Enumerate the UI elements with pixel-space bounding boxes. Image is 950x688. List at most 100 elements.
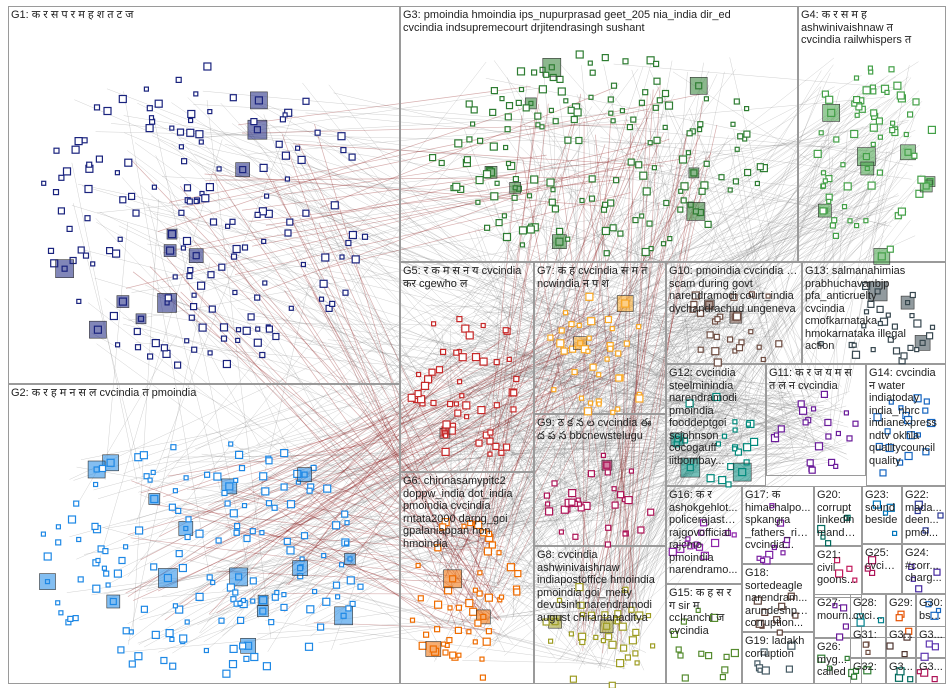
edge [510, 355, 514, 617]
network-node [283, 537, 291, 546]
edge [629, 178, 643, 308]
edge [581, 448, 699, 468]
network-node [771, 544, 778, 551]
network-node [441, 447, 450, 456]
network-node [619, 108, 626, 114]
group-label-line: sortedeagle [745, 579, 803, 592]
edge [493, 144, 868, 368]
edge [194, 221, 887, 450]
group-box-g28 [850, 594, 886, 638]
edge [459, 326, 603, 604]
edge-strong [319, 86, 616, 209]
edge [479, 328, 775, 441]
edge [310, 380, 613, 637]
network-node [95, 155, 104, 163]
network-node [785, 665, 794, 673]
edge [699, 325, 776, 445]
network-node [344, 520, 350, 526]
edge [149, 181, 880, 585]
edge [740, 327, 846, 416]
network-node [510, 389, 518, 397]
network-node [271, 504, 278, 511]
network-node [62, 167, 72, 176]
network-node [201, 194, 210, 203]
edge [440, 190, 853, 556]
network-node [698, 650, 705, 657]
node-avatar [616, 295, 634, 312]
edge [127, 128, 479, 577]
network-node [611, 486, 617, 492]
edge [640, 71, 725, 461]
edge [597, 304, 641, 585]
group-label-line: G26: [817, 641, 841, 653]
network-node [191, 346, 198, 353]
edge [641, 405, 749, 586]
node-avatar [178, 521, 194, 536]
network-node [416, 371, 422, 378]
network-node [876, 305, 884, 313]
edge-strong [251, 178, 600, 247]
edge [729, 350, 745, 458]
edge-strong [479, 135, 635, 611]
edge [496, 372, 706, 447]
edge [446, 396, 804, 416]
network-node [321, 552, 327, 559]
network-node [578, 395, 585, 401]
edge [690, 348, 774, 432]
network-node [678, 155, 688, 164]
network-node [282, 112, 288, 118]
network-node [922, 407, 929, 414]
network-node [863, 218, 869, 224]
edge [176, 454, 783, 463]
network-node [186, 128, 195, 137]
network-node [555, 227, 564, 235]
edge [252, 394, 796, 511]
network-node [887, 336, 894, 343]
edge [189, 347, 631, 549]
edge [257, 101, 716, 284]
group-label-line: policerajasth... [669, 514, 739, 526]
edge [687, 326, 696, 441]
network-node [195, 592, 204, 602]
network-node [933, 568, 941, 576]
edge [703, 338, 711, 432]
network-node [522, 104, 530, 112]
edge [604, 82, 870, 389]
edge [463, 373, 593, 480]
network-node [706, 331, 714, 339]
edge-strong [240, 533, 470, 551]
network-node [910, 576, 916, 582]
edge [556, 142, 836, 487]
edge-strong [293, 143, 664, 167]
edge [592, 134, 668, 367]
network-node [150, 563, 158, 571]
network-node [91, 522, 99, 531]
edge [322, 201, 897, 463]
network-node [583, 407, 593, 416]
edge [454, 174, 849, 631]
edge [210, 94, 671, 571]
network-node [447, 400, 454, 408]
network-node [912, 98, 920, 106]
edge [264, 504, 556, 542]
network-node [343, 540, 350, 546]
group-label-line: cvcindia railwhispers त [801, 34, 912, 46]
edge [736, 327, 763, 462]
network-node [713, 333, 720, 340]
network-node [539, 124, 545, 130]
network-node [721, 433, 728, 439]
edge [490, 442, 633, 523]
edge [446, 406, 804, 449]
edge [488, 326, 500, 615]
group-box-g35 [886, 658, 916, 684]
edge [94, 277, 713, 460]
edge [504, 432, 571, 464]
edge [559, 63, 842, 388]
network-node [57, 207, 66, 215]
edge-strong [140, 309, 621, 561]
network-node [734, 146, 740, 152]
network-node [632, 628, 640, 637]
edge [99, 211, 560, 441]
edge [504, 404, 559, 476]
network-node [247, 313, 255, 321]
